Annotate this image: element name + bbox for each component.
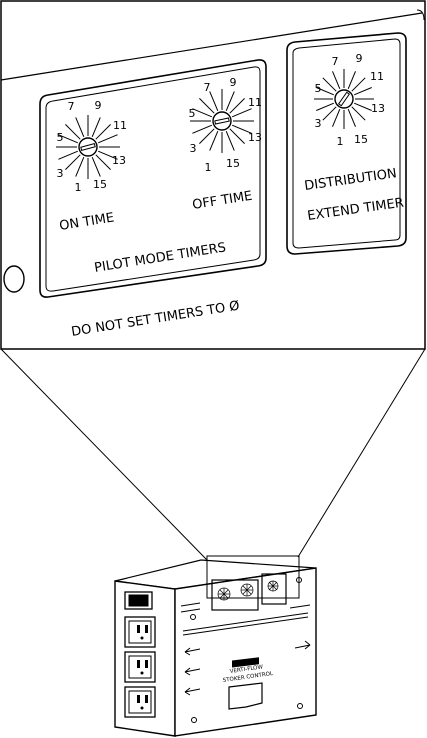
dial-number: 3 [57,167,64,180]
mini-dial-icon [218,588,230,600]
dial-number: 5 [315,82,322,95]
distribution-timer-panel [287,33,406,254]
outlet-1[interactable] [125,617,155,647]
dial-number: 1 [75,181,82,194]
distribution-label: DISTRIBUTION [303,166,397,194]
dial-number: 13 [248,131,262,144]
indicator-hole [4,266,24,292]
on-time-label: ON TIME [58,210,115,233]
extend-timer-label: EXTEND TIMER [306,196,404,224]
dial-number: 15 [93,178,107,191]
dial-number: 3 [190,142,197,155]
dial-number: 7 [68,100,75,113]
enclosure-corner [417,10,424,20]
warning-label: DO NOT SET TIMERS TO Ø [70,299,240,340]
enclosure-top-edge [1,13,422,80]
box-front [175,568,316,736]
dial-number: 15 [226,157,240,170]
dial-number: 11 [248,96,262,109]
dial-number: 5 [57,131,64,144]
callout-lines [1,349,425,560]
dial-number: 9 [95,99,102,112]
dial-number: 13 [112,154,126,167]
off-time-label: OFF TIME [191,189,253,213]
control-box [115,556,316,736]
mini-dial-icon [268,581,278,591]
outlet-3[interactable] [125,687,155,717]
outlet-2[interactable] [125,652,155,682]
distribution-timer-dial[interactable]: 7 9 5 11 3 13 1 15 [314,52,385,148]
dial-number: 11 [370,70,384,83]
magnified-detail: 7 9 5 11 3 13 1 15 [1,1,425,349]
dial-number: 1 [205,161,212,174]
dial-knob[interactable] [335,90,353,108]
pilot-mode-timers-label: PILOT MODE TIMERS [93,240,227,276]
dial-number: 11 [113,119,127,132]
dial-number: 9 [230,76,237,89]
dial-number: 1 [337,135,344,148]
off-time-dial[interactable]: 7 9 5 11 3 13 1 15 [189,76,263,174]
dial-number: 3 [315,117,322,130]
dial-number: 7 [204,81,211,94]
on-time-dial[interactable]: 7 9 5 11 3 13 1 15 [56,99,127,194]
dial-number: 7 [332,55,339,68]
mini-dial-icon [241,584,253,596]
dial-number: 5 [189,107,196,120]
dial-number: 15 [354,133,368,146]
dial-number: 9 [356,52,363,65]
dial-number: 13 [371,102,385,115]
